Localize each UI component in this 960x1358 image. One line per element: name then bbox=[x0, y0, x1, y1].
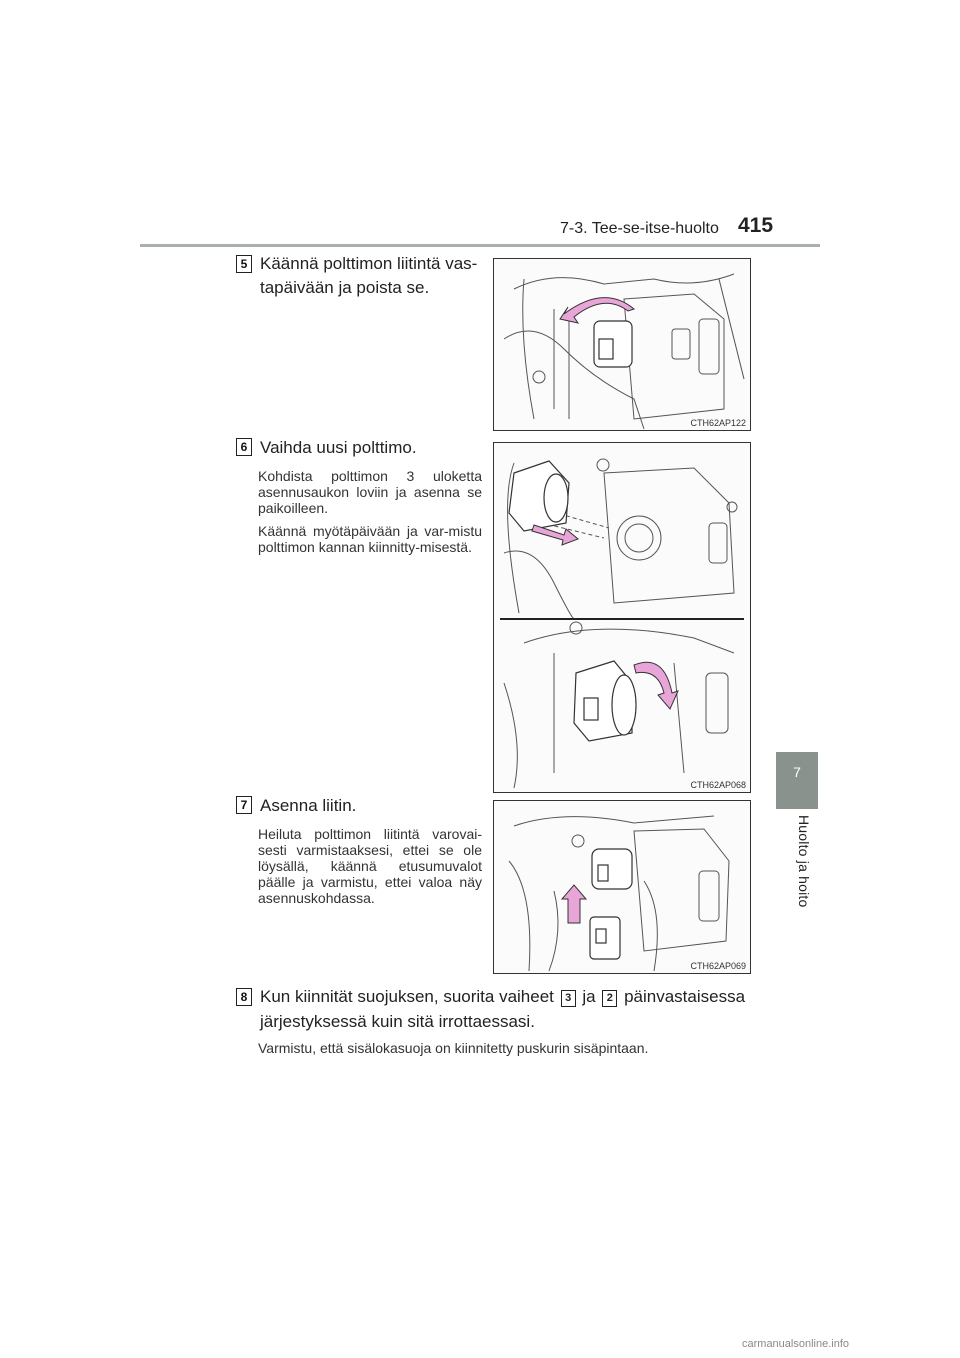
figure-step-7: CTH62AP069 bbox=[493, 800, 751, 974]
step-title-part: ja bbox=[582, 987, 596, 1006]
section-title: 7-3. Tee-se-itse-huolto bbox=[560, 220, 719, 237]
bulb-install-illustration bbox=[500, 458, 744, 789]
engine-illustration bbox=[503, 273, 745, 430]
step-title-part: päinvastaisessa bbox=[624, 987, 746, 1006]
step-paragraph: Käännä myötäpäivään ja var-mistu polttim… bbox=[258, 523, 482, 555]
step-note: Varmistu, että sisälokasuoja on kiinnite… bbox=[258, 1040, 649, 1056]
figure-code: CTH62AP122 bbox=[690, 418, 746, 428]
step-title-part: Kun kiinnität suojuksen, suorita vaiheet bbox=[260, 987, 554, 1006]
figure-step-6: CTH62AP068 bbox=[493, 442, 751, 793]
step-title: Asenna liitin. bbox=[260, 796, 357, 815]
page-number: 415 bbox=[738, 214, 774, 237]
step-title-line: järjestyksessä kuin sitä irrottaessasi. bbox=[260, 1012, 535, 1031]
header-divider bbox=[140, 244, 820, 247]
step-reference-badge: 3 bbox=[560, 990, 576, 1007]
step-title: Vaihda uusi polttimo. bbox=[260, 438, 417, 457]
step-paragraph: Heiluta polttimon liitintä varovai-sesti… bbox=[258, 826, 482, 906]
step-number-badge: 6 bbox=[236, 438, 252, 456]
step-paragraph: Kohdista polttimon 3 uloketta asennusauk… bbox=[258, 468, 482, 516]
step-number-badge: 7 bbox=[236, 796, 252, 814]
chapter-title: Huolto ja hoito bbox=[796, 815, 812, 908]
step-title: Kun kiinnität suojuksen, suorita vaiheet… bbox=[260, 985, 760, 1009]
step-number-badge: 5 bbox=[236, 255, 252, 273]
figure-code: CTH62AP069 bbox=[690, 961, 746, 971]
step-title: Käännä polttimon liitintä vas- tapäivään… bbox=[260, 254, 478, 297]
watermark[interactable]: carmanualsonline.info bbox=[742, 1338, 850, 1350]
figure-code: CTH62AP068 bbox=[690, 780, 746, 790]
connector-install-illustration bbox=[508, 815, 730, 972]
step-reference-badge: 2 bbox=[602, 990, 618, 1007]
figure-step-5: CTH62AP122 bbox=[493, 258, 751, 431]
chapter-tab: 7 bbox=[776, 752, 818, 809]
step-number-badge: 8 bbox=[236, 988, 252, 1006]
chapter-number: 7 bbox=[793, 764, 801, 780]
